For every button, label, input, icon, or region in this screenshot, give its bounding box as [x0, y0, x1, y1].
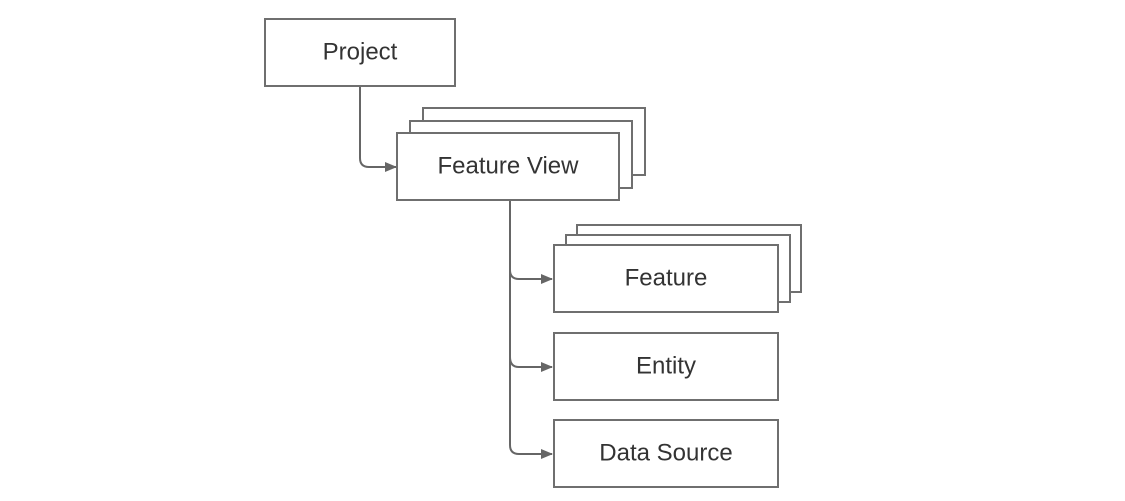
project-box: [264, 18, 456, 87]
edge-project-to-feature-view: [359, 86, 397, 172]
node-data-source: Data Source: [553, 419, 779, 488]
node-feature-view: Feature View: [396, 107, 646, 201]
connectors: [359, 86, 553, 459]
feature-view-box: [396, 132, 620, 201]
edge-feature-view-to-feature: [509, 201, 553, 284]
data-source-label: Data Source: [599, 439, 732, 466]
feature-box: [553, 244, 779, 313]
feature-label: Feature: [625, 264, 708, 291]
data-source-box: [553, 419, 779, 488]
edge-feature-view-to-entity: [509, 201, 553, 372]
edge-feature-view-to-data-source: [509, 201, 553, 459]
node-feature: Feature: [553, 224, 802, 313]
node-entity: Entity: [553, 332, 779, 401]
node-project: Project: [264, 18, 456, 87]
feature-view-label: Feature View: [438, 152, 580, 179]
entity-box: [553, 332, 779, 401]
entity-label: Entity: [636, 352, 696, 379]
project-label: Project: [323, 38, 398, 65]
